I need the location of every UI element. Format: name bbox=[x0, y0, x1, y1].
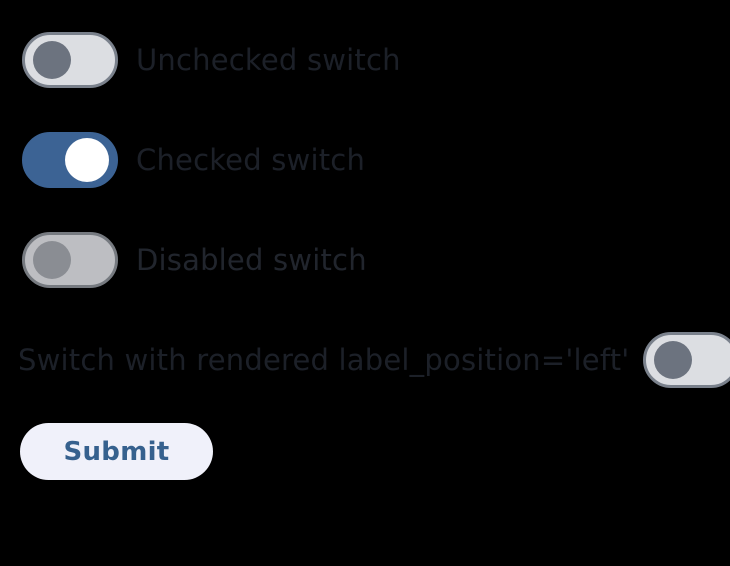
switch-row-checked: Checked switch bbox=[22, 132, 365, 188]
switch-thumb-icon bbox=[33, 41, 71, 79]
switch-row-unchecked: Unchecked switch bbox=[22, 32, 401, 88]
switch-row-disabled: Disabled switch bbox=[22, 232, 367, 288]
switch-row-left-label: Switch with rendered label_position='lef… bbox=[18, 332, 730, 388]
disabled-switch-label: Disabled switch bbox=[136, 242, 367, 277]
switch-thumb-icon bbox=[654, 341, 693, 379]
submit-button[interactable]: Submit bbox=[20, 423, 213, 480]
left-label-switch-label: Switch with rendered label_position='lef… bbox=[18, 342, 630, 377]
unchecked-switch-toggle[interactable] bbox=[22, 32, 118, 88]
unchecked-switch-label: Unchecked switch bbox=[136, 42, 401, 77]
checked-switch-label: Checked switch bbox=[136, 142, 366, 177]
switch-thumb-icon bbox=[33, 241, 71, 279]
left-label-switch-toggle[interactable] bbox=[643, 332, 730, 388]
disabled-switch-toggle bbox=[22, 232, 118, 288]
checked-switch-toggle[interactable] bbox=[22, 132, 118, 188]
switch-thumb-icon bbox=[65, 138, 109, 182]
